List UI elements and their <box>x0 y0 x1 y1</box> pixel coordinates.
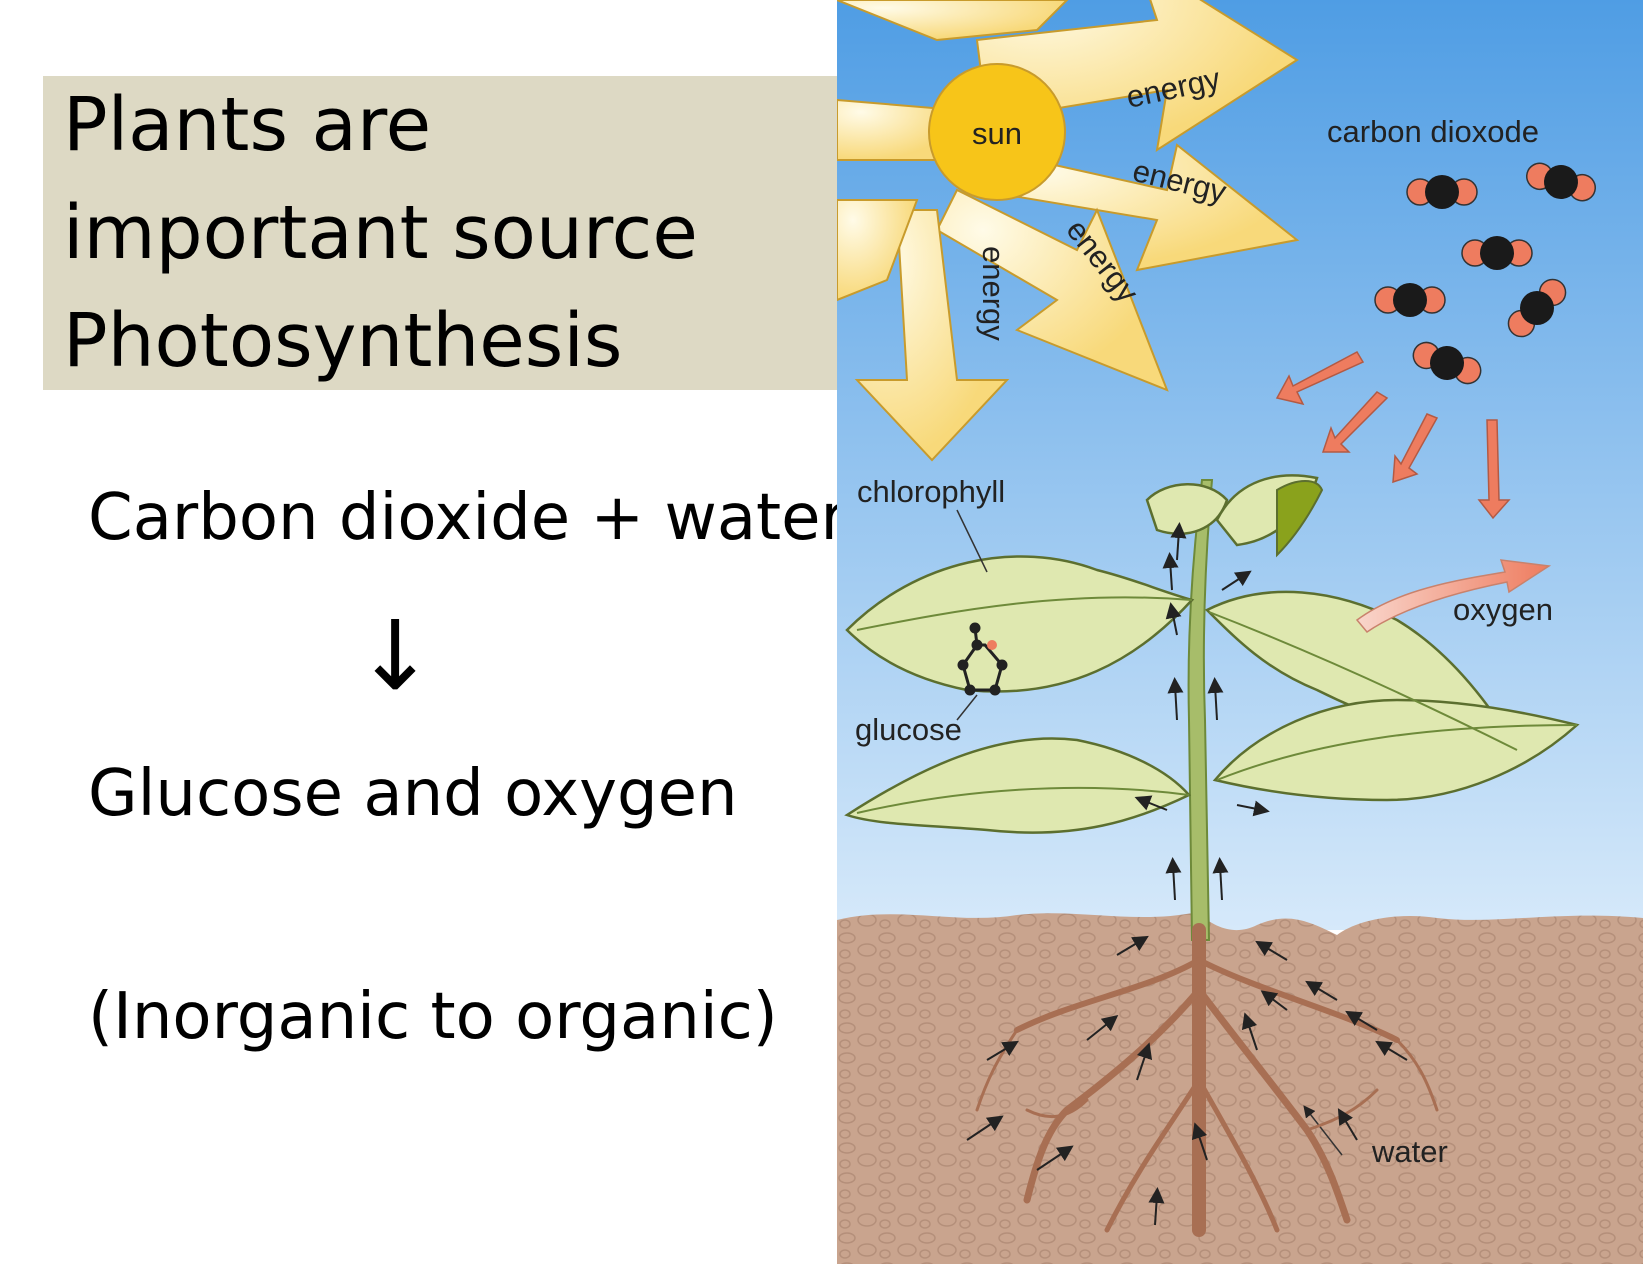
leaves <box>844 474 1580 834</box>
roots <box>975 923 1439 1237</box>
co2-molecules <box>1374 162 1597 385</box>
energy-label-4: energy <box>976 246 1011 341</box>
leaf-veins <box>856 596 1578 814</box>
oxygen-label: oxygen <box>1453 592 1553 627</box>
sun-rays <box>837 0 1300 462</box>
reaction-arrow: ↓ <box>355 600 436 712</box>
equation-products: Glucose and oxygen <box>88 757 738 831</box>
stem <box>1187 479 1214 941</box>
leaf-tip-dark <box>1276 480 1324 558</box>
glucose-molecule <box>957 622 1008 696</box>
title-box: Plants are important source Photosynthes… <box>43 76 838 390</box>
equation-note: (Inorganic to organic) <box>88 980 778 1054</box>
sun <box>928 63 1066 201</box>
photosynthesis-illustration: sun energy energy energy energy carbon d… <box>837 0 1643 1264</box>
glucose-label: glucose <box>855 712 962 747</box>
title-line-1: Plants are <box>63 82 432 168</box>
stem-transport-arrows <box>1134 522 1270 901</box>
equation-reactants: Carbon dioxide + water <box>88 481 847 555</box>
chlorophyll-label: chlorophyll <box>857 474 1005 509</box>
label-pointer-lines <box>956 509 1343 1156</box>
title-line-2: important source <box>63 190 698 276</box>
soil <box>837 912 1643 1264</box>
water-intake-arrows <box>966 935 1408 1226</box>
sun-label: sun <box>972 116 1022 151</box>
title-line-3: Photosynthesis <box>63 298 623 384</box>
oxygen-arrow <box>1355 559 1552 634</box>
co2-intake-arrows <box>1275 351 1511 520</box>
photosynthesis-diagram: sun energy energy energy energy carbon d… <box>837 0 1643 1264</box>
water-label: water <box>1371 1134 1448 1169</box>
carbon-dioxide-label: carbon dioxode <box>1327 114 1539 149</box>
